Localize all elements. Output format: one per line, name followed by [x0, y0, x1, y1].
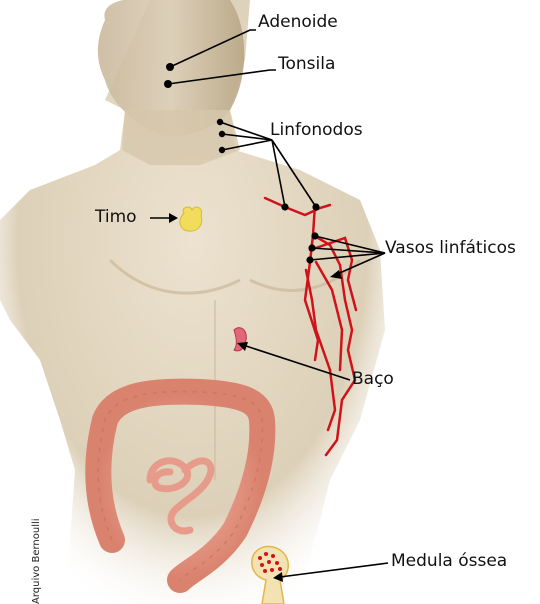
body-silhouette	[0, 0, 385, 604]
label-vasos-linfaticos: Vasos linfáticos	[385, 240, 516, 257]
label-timo: Timo	[95, 209, 137, 226]
image-credit: Arquivo Bernoulli	[31, 518, 42, 604]
label-adenoide: Adenoide	[258, 14, 338, 31]
thymus	[180, 207, 202, 231]
label-baco: Baço	[352, 371, 394, 388]
label-linfonodos: Linfonodos	[270, 122, 363, 139]
label-tonsila: Tonsila	[278, 56, 335, 73]
label-medula-ossea: Medula óssea	[391, 553, 507, 570]
